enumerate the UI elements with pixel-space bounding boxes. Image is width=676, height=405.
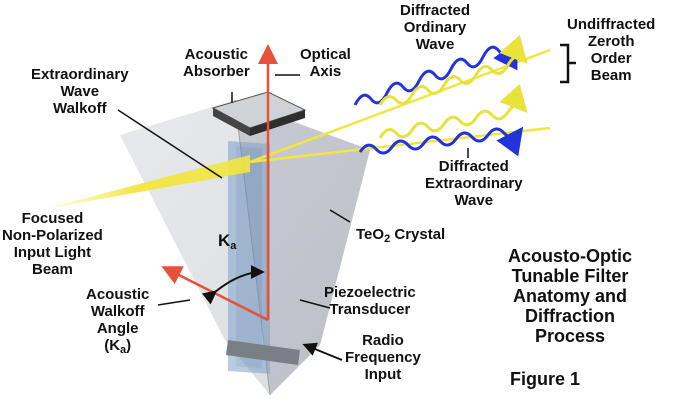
- piezoelectric-transducer: [226, 340, 300, 365]
- label-extraordinary-wave-walkoff: Extraordinary Wave Walkoff: [31, 66, 129, 117]
- label-acoustic-walkoff-angle: Acoustic Walkoff Angle (Ka): [86, 286, 150, 356]
- label-piezoelectric-transducer: Piezoelectric Transducer: [324, 284, 416, 318]
- zeroth-order-wave-lower: [378, 83, 528, 139]
- label-diffracted-extraordinary-wave: Diffracted Extraordinary Wave: [425, 158, 523, 209]
- label-focused-input-light-beam: Focused Non-Polarized Input Light Beam: [2, 210, 103, 278]
- diffracted-extraordinary-wave: [358, 126, 524, 157]
- diffracted-ordinary-wave: [353, 40, 518, 106]
- label-radio-frequency-input: Radio Frequency Input: [345, 332, 421, 383]
- label-teo2-crystal: TeO2 Crystal: [356, 226, 446, 245]
- diagram-title: Acousto-Optic Tunable Filter Anatomy and…: [508, 246, 632, 346]
- label-undiffracted-zeroth-order-beam: Undiffracted Zeroth Order Beam: [567, 16, 656, 84]
- leader-lines: [117, 74, 469, 309]
- label-optical-axis: Optical Axis: [300, 46, 351, 80]
- label-diffracted-ordinary-wave: Diffracted Ordinary Wave: [400, 2, 471, 53]
- ka-angle-arc: [201, 265, 265, 305]
- acoustic-wave-stack: [228, 140, 270, 374]
- figure-label: Figure 1: [510, 369, 581, 389]
- label-ka: Ka: [218, 231, 237, 252]
- input-light-beam: [40, 155, 250, 210]
- acoustic-absorber: [211, 91, 307, 136]
- label-acoustic-absorber: Acoustic Absorber: [183, 46, 250, 80]
- zeroth-order-wave-upper: [378, 34, 528, 106]
- rf-input-arrow: [302, 342, 343, 361]
